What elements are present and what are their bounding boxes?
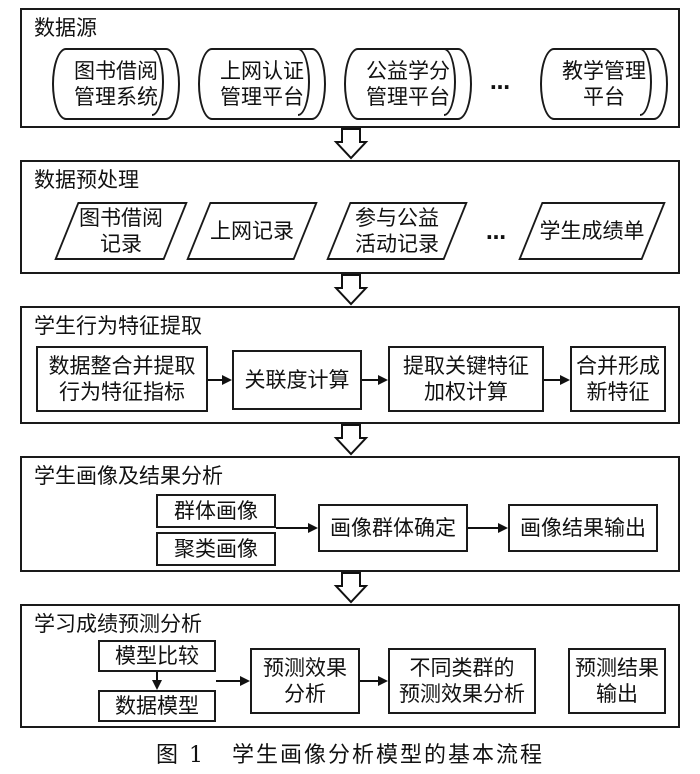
datasource-internet-auth-platform: 上网认证 管理平台 [198, 48, 326, 120]
preprocessing-ellipsis: … [486, 220, 507, 244]
record-library-borrowing-label: 图书借阅 记录 [79, 206, 163, 256]
record-internet-label: 上网记录 [210, 219, 294, 243]
step-integrate-extract-indicators: 数据整合并提取 行为特征指标 [36, 346, 208, 412]
section-feature-extraction: 学生行为特征提取 [20, 306, 680, 424]
step-profile-result-output: 画像结果输出 [508, 504, 658, 552]
record-library-borrowing: 图书借阅 记录 [54, 202, 188, 260]
flow-arrow-3 [333, 424, 369, 456]
input-cluster-profile: 聚类画像 [156, 532, 276, 566]
flow-arrow-4 [333, 572, 369, 604]
record-internet: 上网记录 [186, 202, 318, 260]
datasource-public-credit-platform: 公益学分 管理平台 [344, 48, 472, 120]
section-title-feature-extraction: 学生行为特征提取 [34, 314, 202, 338]
step-model-comparison: 模型比较 [98, 640, 216, 672]
step-profile-group-determination: 画像群体确定 [318, 504, 468, 552]
section-preprocessing: 数据预处理 [20, 160, 680, 274]
record-grade-sheet-label: 学生成绩单 [539, 219, 645, 243]
record-public-activity: 参与公益 活动记录 [326, 202, 468, 260]
step-data-model: 数据模型 [98, 690, 216, 722]
input-group-profile: 群体画像 [156, 494, 276, 528]
step-prediction-effect-analysis: 预测效果 分析 [250, 648, 360, 714]
section-title-grade-prediction: 学习成绩预测分析 [34, 612, 202, 636]
datasource-library-system: 图书借阅 管理系统 [52, 48, 180, 120]
section-title-profile-analysis: 学生画像及结果分析 [34, 464, 223, 488]
section-data-source: 数据源 [20, 8, 680, 128]
step-merge-new-features: 合并形成 新特征 [570, 346, 666, 412]
record-public-activity-label: 参与公益 活动记录 [355, 206, 439, 256]
section-grade-prediction: 学习成绩预测分析 [20, 604, 680, 728]
step-prediction-result-output: 预测结果 输出 [568, 648, 666, 714]
figure-caption: 图 1 学生画像分析模型的基本流程 [156, 743, 544, 768]
step-cluster-prediction-analysis: 不同类群的 预测效果分析 [388, 648, 536, 714]
datasource-teaching-platform: 教学管理 平台 [540, 48, 668, 120]
flow-arrow-1 [333, 128, 369, 160]
section-title-preprocessing: 数据预处理 [34, 168, 139, 192]
record-grade-sheet: 学生成绩单 [518, 202, 666, 260]
section-title-data-source: 数据源 [34, 16, 97, 40]
flow-arrow-2 [333, 274, 369, 306]
step-key-feature-weighting: 提取关键特征 加权计算 [388, 346, 544, 412]
section-profile-analysis: 学生画像及结果分析 [20, 456, 680, 572]
datasource-ellipsis: … [490, 70, 511, 94]
step-correlation-calc: 关联度计算 [232, 350, 362, 410]
